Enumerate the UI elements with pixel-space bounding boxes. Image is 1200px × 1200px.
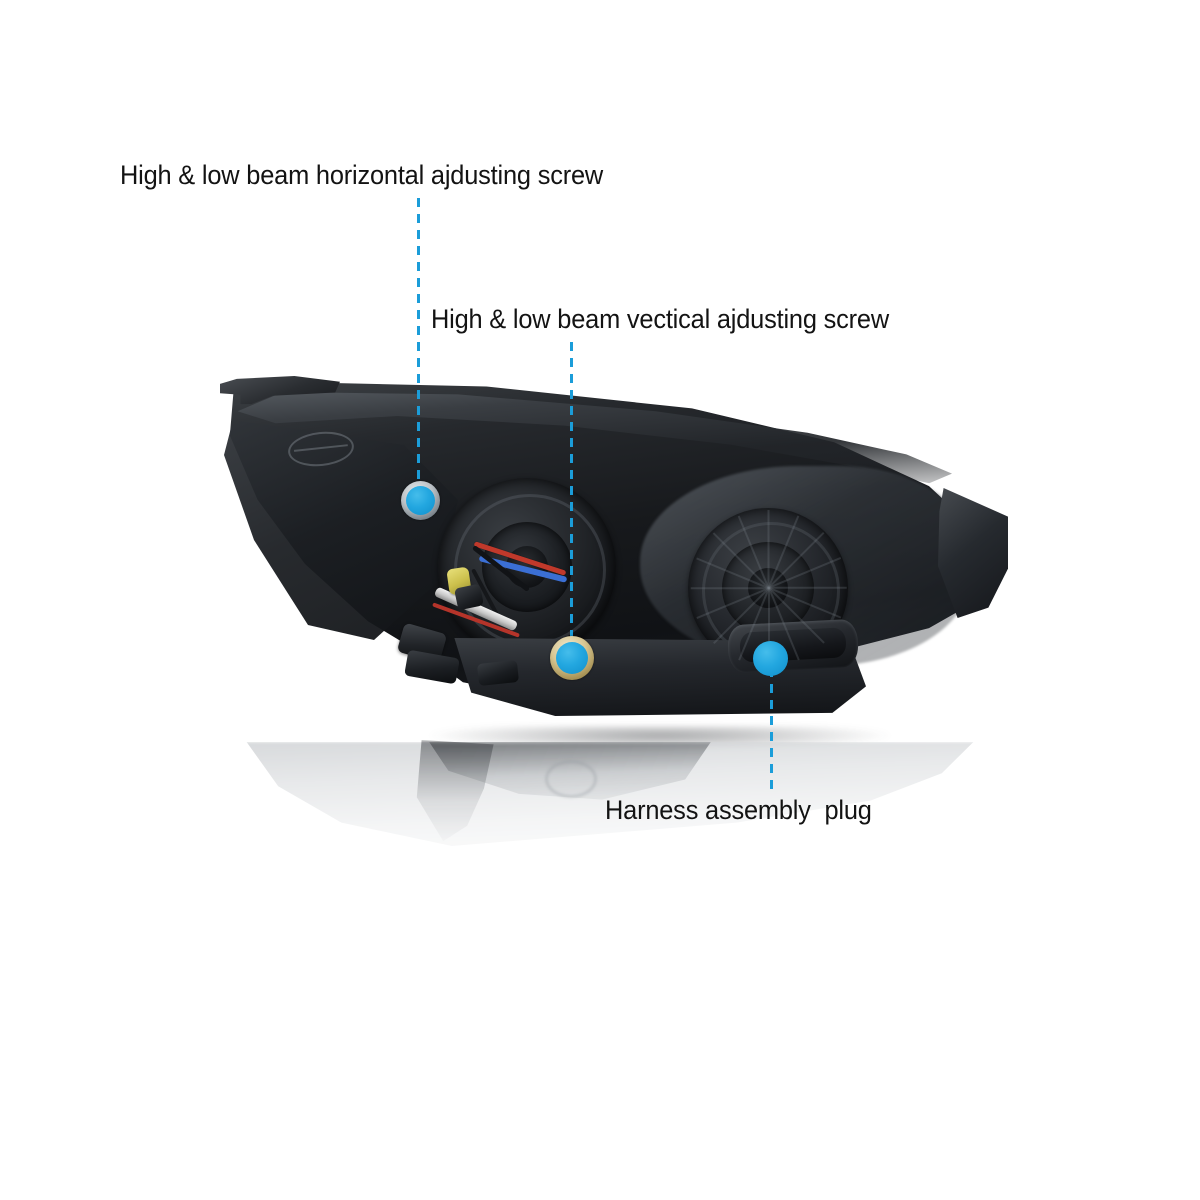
leader-line-horizontal-screw xyxy=(417,198,420,498)
mirror-reflection-ring xyxy=(545,760,597,798)
bulb-cap-rib xyxy=(690,587,769,589)
leader-line-vertical-screw xyxy=(570,342,573,656)
marker-dot-icon xyxy=(556,642,588,674)
marker-harness-plug[interactable] xyxy=(753,641,788,676)
bulb-cap-rib xyxy=(768,510,770,588)
marker-vertical-adjusting-screw[interactable] xyxy=(550,636,594,680)
callout-label-horizontal-screw: High & low beam horizontal ajdusting scr… xyxy=(120,160,604,190)
marker-dot-icon xyxy=(753,641,788,676)
headlight-assembly-image xyxy=(210,370,1010,790)
leader-line-harness-plug xyxy=(770,668,773,792)
right-bulb-socket xyxy=(748,568,788,608)
connector-black-d xyxy=(476,659,520,687)
bulb-cap-rib xyxy=(768,588,770,666)
callout-label-vertical-screw: High & low beam vectical ajdusting screw xyxy=(431,304,889,334)
bulb-cap-rib xyxy=(768,587,847,589)
marker-horizontal-adjusting-screw[interactable] xyxy=(401,481,440,520)
marker-dot-icon xyxy=(406,486,435,515)
callout-label-harness-plug: Harness assembly plug xyxy=(605,795,872,825)
